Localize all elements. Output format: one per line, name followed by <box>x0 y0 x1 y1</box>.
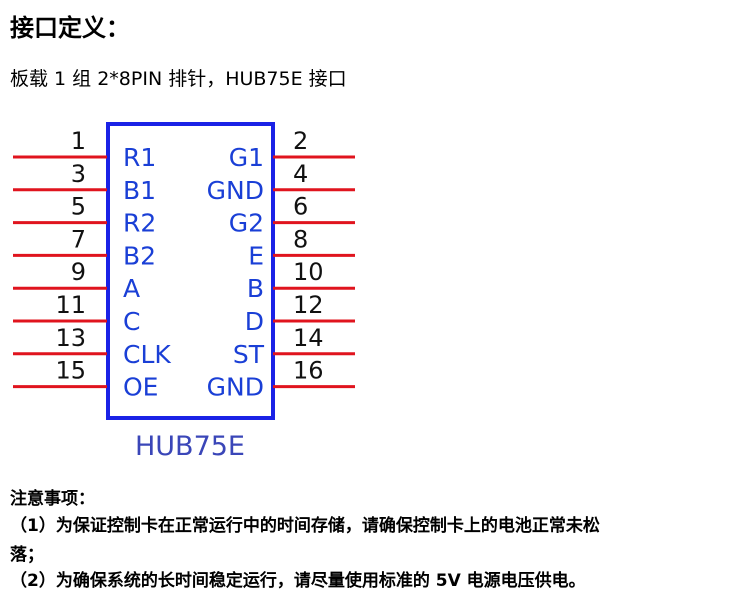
pin-label-1: R1 <box>123 143 156 172</box>
pin-number-1: 1 <box>71 127 86 155</box>
pin-label-4: GND <box>207 176 264 205</box>
pin-number-16: 16 <box>293 357 324 385</box>
pin-label-2: G1 <box>229 143 264 172</box>
notes-title: 注意事项： <box>10 489 95 509</box>
pin-number-11: 11 <box>55 291 86 319</box>
pin-number-10: 10 <box>293 258 324 286</box>
pin-number-3: 3 <box>71 160 86 188</box>
pin-label-3: B1 <box>123 176 156 205</box>
pin-label-9: A <box>123 274 140 303</box>
pin-number-4: 4 <box>293 160 308 188</box>
pin-label-7: B2 <box>123 241 156 270</box>
connector-box <box>106 122 275 420</box>
pin-label-16: GND <box>207 373 264 402</box>
pin-number-15: 15 <box>55 357 86 385</box>
note-1: （1）为保证控制卡在正常运行中的时间存储，请确保控制卡上的电池正常未松 <box>10 516 600 536</box>
page-heading: 接口定义： <box>10 14 130 42</box>
pin-label-15: OE <box>123 373 158 402</box>
pin-number-12: 12 <box>293 291 324 319</box>
pin-label-12: D <box>245 307 264 336</box>
chip-name: HUB75E <box>135 431 245 462</box>
pin-label-14: ST <box>233 340 265 369</box>
pin-number-14: 14 <box>293 324 324 352</box>
pin-number-5: 5 <box>71 193 86 221</box>
note-2: （2）为确保系统的长时间稳定运行，请尽量使用标准的 5V 电源电压供电。 <box>10 571 586 591</box>
pin-label-8: E <box>248 241 264 270</box>
pin-label-6: G2 <box>229 209 264 238</box>
pin-label-11: C <box>123 307 140 336</box>
pin-number-9: 9 <box>71 258 86 286</box>
pin-number-2: 2 <box>293 127 308 155</box>
pin-number-13: 13 <box>55 324 86 352</box>
interface-description: 板载 1 组 2*8PIN 排针，HUB75E 接口 <box>10 68 347 90</box>
pin-label-10: B <box>247 274 264 303</box>
pin-number-6: 6 <box>293 193 308 221</box>
pin-number-7: 7 <box>71 225 86 253</box>
note-1-continued: 落； <box>10 545 44 565</box>
pin-number-8: 8 <box>293 225 308 253</box>
pin-label-13: CLK <box>123 340 171 369</box>
pin-label-5: R2 <box>123 209 156 238</box>
